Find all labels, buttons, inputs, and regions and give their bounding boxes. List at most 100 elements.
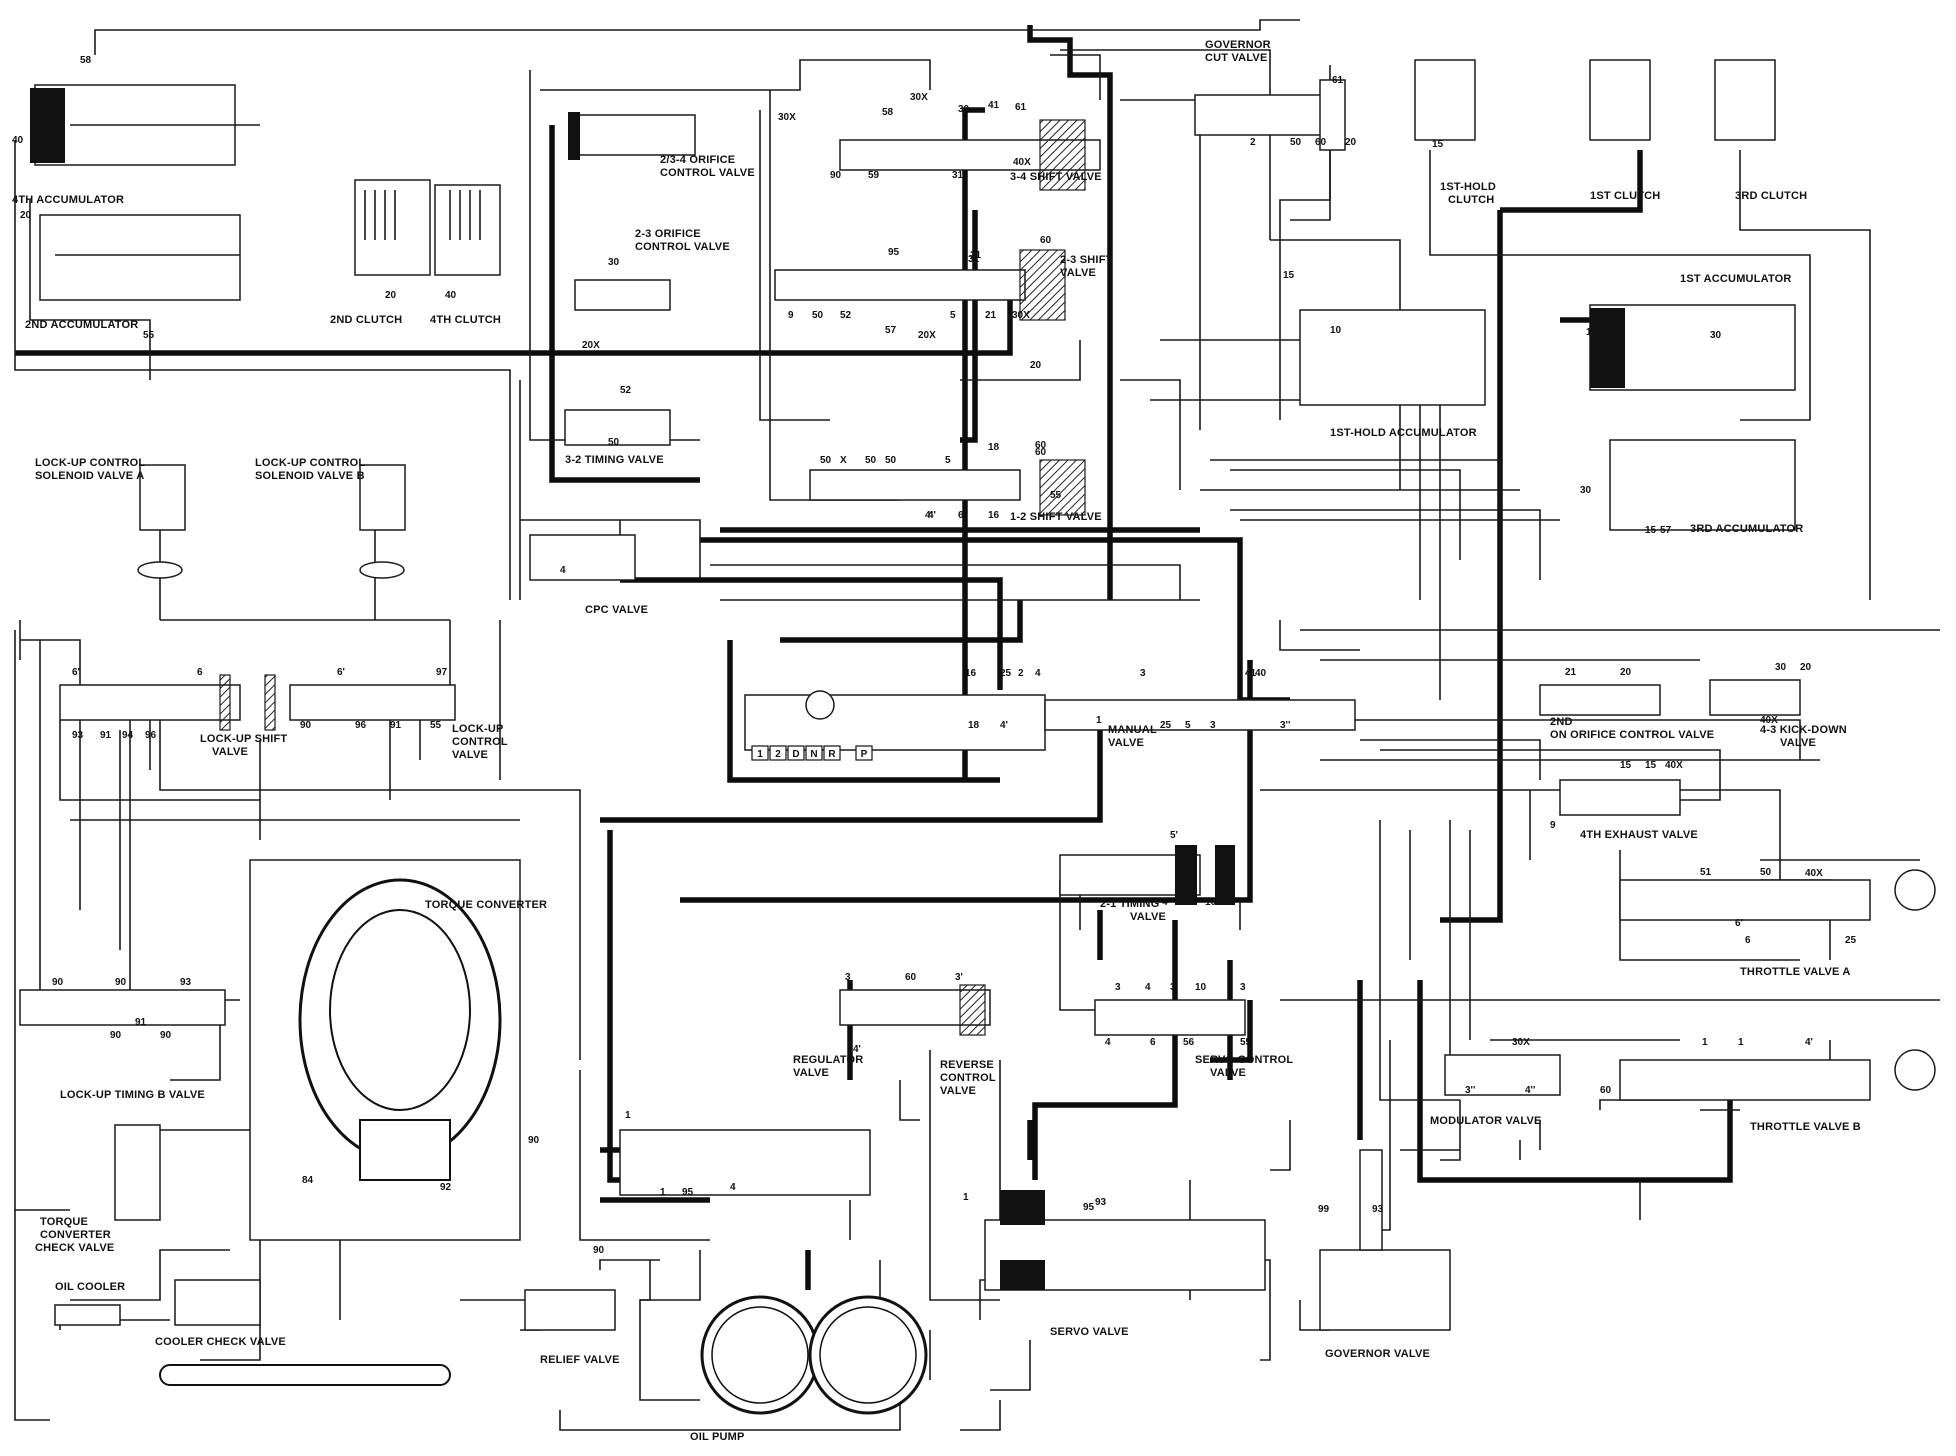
orifice-2nd-body [1539, 684, 1661, 716]
port-number: 90 [830, 170, 842, 181]
port-number: 55 [1050, 490, 1062, 501]
port-number: 5' [1170, 830, 1178, 841]
port-number: 93 [72, 730, 84, 741]
label-timing-21-l2: VALVE [1130, 911, 1166, 923]
port-number: 90 [300, 720, 312, 731]
port-number: 10 [1586, 327, 1598, 338]
port-number: 90 [593, 1245, 605, 1256]
shift-12-spring [1039, 459, 1086, 516]
manual-position-box [855, 745, 873, 761]
manual-position-label: P [861, 749, 868, 760]
port-number: 4 [1105, 1037, 1111, 1048]
port-number: 3 [845, 972, 851, 983]
label-hold-acc-1st: 1ST-HOLD ACCUMULATOR [1330, 427, 1477, 439]
port-number: 21 [985, 310, 997, 321]
label-tc-check-l1: TORQUE [40, 1216, 88, 1228]
manual-valve-spool [1044, 699, 1356, 731]
port-number: 6' [1735, 918, 1743, 929]
port-number: 3 [1140, 668, 1146, 679]
thin-lines [14, 19, 1940, 1431]
oil-pump-gear-left [700, 1295, 820, 1415]
label-kickdown-43-l1: 4-3 KICK-DOWN [1760, 724, 1847, 736]
governor-cut-body [1194, 94, 1331, 136]
port-number: 6' [958, 510, 966, 521]
port-number: 40X [1013, 157, 1031, 168]
shift-34-spring [1039, 119, 1086, 191]
port-number: 18 [988, 442, 1000, 453]
label-clutch-4th: 4TH CLUTCH [430, 314, 501, 326]
port-number: 60 [1600, 1085, 1612, 1096]
label-manual-valve-l2: VALVE [1108, 737, 1144, 749]
label-acc-1st: 1ST ACCUMULATOR [1680, 273, 1792, 285]
manual-position-label: R [828, 749, 836, 760]
lockup-timing-b-body [19, 989, 226, 1026]
port-number: 9 [788, 310, 794, 321]
port-number: 20 [20, 210, 32, 221]
port-number: 50 [1290, 137, 1302, 148]
manual-position-box [805, 745, 823, 761]
port-number: 9 [1550, 820, 1556, 831]
oil-pump-gear-right [808, 1295, 928, 1415]
port-number: 15 [1432, 139, 1444, 150]
port-number: 5 [945, 455, 951, 466]
port-number: 6' [337, 667, 345, 678]
solenoid-a-body [139, 464, 186, 531]
label-solenoid-a-l1: LOCK-UP CONTROL [35, 457, 145, 469]
label-exhaust-4th: 4TH EXHAUST VALVE [1580, 829, 1698, 841]
label-clutch-2nd: 2ND CLUTCH [330, 314, 402, 326]
port-number: 55 [1240, 1037, 1252, 1048]
port-number: 40 [12, 135, 24, 146]
label-tc-check-l3: CHECK VALVE [35, 1242, 114, 1254]
label-cpc-valve: CPC VALVE [585, 604, 648, 616]
clutch-1st-body [1589, 59, 1651, 141]
sump [159, 1364, 451, 1386]
port-number: 10 [1205, 897, 1217, 908]
port-number: 40X [1665, 760, 1683, 771]
port-number: 50 [865, 455, 877, 466]
label-cooler-check: COOLER CHECK VALVE [155, 1336, 286, 1348]
label-throttle-a: THROTTLE VALVE A [1740, 966, 1851, 978]
acc-3rd-body [1609, 439, 1796, 531]
port-number: 58 [882, 107, 894, 118]
label-lockup-shift-l2: VALVE [212, 746, 248, 758]
port-number: 25 [1000, 668, 1012, 679]
port-number: 30X [1012, 310, 1030, 321]
hold-clutch-1st-body [1414, 59, 1476, 141]
exhaust-4th-body [1559, 779, 1681, 816]
port-number: 1 [660, 1187, 666, 1198]
port-number: 84 [302, 1175, 314, 1186]
port-number: 4 [1162, 897, 1168, 908]
label-lockup-timing-b: LOCK-UP TIMING B VALVE [60, 1089, 205, 1101]
port-number: 30 [1775, 662, 1787, 673]
label-lockup-control-l2: CONTROL [452, 736, 508, 748]
port-number: 4 [1145, 982, 1151, 993]
label-modulator: MODULATOR VALVE [1430, 1115, 1542, 1127]
manual-position-label: 1 [757, 749, 763, 760]
port-number: 90 [110, 1030, 122, 1041]
port-number: 10 [1330, 325, 1342, 336]
manual-valve-body [744, 694, 1046, 751]
port-number: 51 [1700, 867, 1712, 878]
label-solenoid-a-l2: SOLENOID VALVE A [35, 470, 144, 482]
port-number: 4 [560, 565, 566, 576]
port-number: 91 [135, 1017, 147, 1028]
port-number: 3 [1210, 720, 1216, 731]
port-number: 56 [1183, 1037, 1195, 1048]
label-acc-4th: 4TH ACCUMULATOR [12, 194, 124, 206]
label-solenoid-b-l1: LOCK-UP CONTROL [255, 457, 365, 469]
label-manual-valve-l1: MANUAL [1108, 724, 1157, 736]
port-number: 95 [682, 1187, 694, 1198]
port-number: 4' [853, 1044, 861, 1055]
port-number: 20 [1030, 360, 1042, 371]
port-number: 15 [1645, 525, 1657, 536]
port-number: 99 [1318, 1204, 1330, 1215]
port-number: 3'' [1465, 1085, 1475, 1096]
port-number: 50 [820, 455, 832, 466]
port-number: 57 [885, 325, 897, 336]
servo-control-body [1094, 999, 1246, 1036]
label-lockup-shift-l1: LOCK-UP SHIFT [200, 733, 287, 745]
label-servo-valve: SERVO VALVE [1050, 1326, 1129, 1338]
port-number: 30X [1512, 1037, 1530, 1048]
